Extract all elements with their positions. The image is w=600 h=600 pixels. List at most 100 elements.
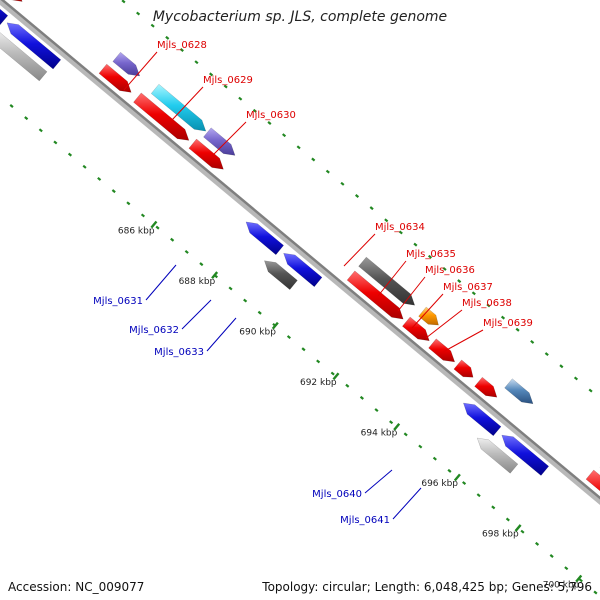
- gene-arrow[interactable]: [0, 0, 23, 2]
- gene-arrow[interactable]: [133, 92, 190, 141]
- gene-arrow[interactable]: [476, 437, 519, 474]
- outer-dotted-track: [179, 48, 184, 52]
- gene-arrow[interactable]: [402, 316, 430, 342]
- scale-tick-label: 690 kbp: [239, 327, 276, 337]
- outer-dotted-track: [165, 35, 170, 40]
- inner-dotted-track: [257, 310, 262, 315]
- gene-arrow[interactable]: [245, 221, 284, 256]
- leader-layer: [123, 51, 484, 520]
- outer-dotted-track: [282, 133, 287, 138]
- outer-dotted-track: [515, 327, 520, 332]
- gene-arrow[interactable]: [0, 0, 9, 26]
- gene-label[interactable]: Mjls_0637: [443, 282, 493, 293]
- inner-dotted-track: [170, 237, 175, 242]
- gene-arrow[interactable]: [504, 378, 534, 405]
- scale-tick: [150, 220, 158, 229]
- inner-dotted-track: [418, 444, 423, 449]
- gene-label[interactable]: Mjls_0632: [129, 325, 179, 336]
- outer-dotted-track: [486, 303, 491, 308]
- inner-dotted-track: [24, 116, 29, 121]
- outer-dotted-track: [121, 0, 126, 4]
- inner-dotted-track: [389, 420, 394, 425]
- gene-label[interactable]: Mjls_0629: [203, 75, 253, 86]
- gene-arrow[interactable]: [112, 51, 141, 77]
- scale-tick: [453, 473, 461, 482]
- gene-arrow[interactable]: [474, 376, 498, 398]
- map-title: Mycobacterium sp. JLS, complete genome: [152, 9, 448, 25]
- genes-label: Genes:: [511, 580, 554, 594]
- gene-label[interactable]: Mjls_0630: [246, 110, 296, 121]
- outer-dotted-track: [442, 266, 447, 271]
- gene-leader-line: [364, 469, 393, 494]
- gene-label[interactable]: Mjls_0639: [483, 318, 533, 329]
- gene-arrow[interactable]: [418, 306, 439, 326]
- gene-arrow[interactable]: [6, 22, 62, 70]
- inner-dotted-track: [38, 128, 43, 133]
- outer-dotted-track: [588, 388, 593, 393]
- inner-dotted-track: [403, 432, 408, 437]
- outer-dotted-track: [325, 169, 330, 174]
- gene-leader-line: [181, 299, 212, 330]
- gene-label[interactable]: Mjls_0631: [93, 296, 143, 307]
- outer-dotted-track: [500, 315, 506, 320]
- gene-leader-line: [425, 309, 463, 339]
- gene-arrow[interactable]: [98, 63, 132, 93]
- gene-leader-line: [442, 329, 484, 353]
- inner-dotted-track: [535, 541, 540, 546]
- gene-arrow[interactable]: [150, 83, 207, 132]
- gene-arrow[interactable]: [188, 138, 224, 170]
- inner-dotted-track: [476, 493, 481, 498]
- scale-tick-label: 696 kbp: [421, 479, 458, 489]
- gene-arrow[interactable]: [453, 359, 474, 378]
- gene-arrow[interactable]: [346, 270, 404, 320]
- scale-tick-label: 698 kbp: [482, 530, 519, 540]
- gene-leader-line: [145, 264, 177, 301]
- gene-label[interactable]: Mjls_0641: [340, 515, 390, 526]
- gene-arrow[interactable]: [0, 30, 48, 82]
- outer-dotted-track: [311, 157, 316, 162]
- outer-dotted-track: [413, 242, 418, 247]
- gene-label[interactable]: Mjls_0635: [406, 249, 456, 260]
- outer-dotted-track: [223, 84, 228, 89]
- inner-dotted-track: [97, 176, 102, 181]
- outer-dotted-track: [340, 181, 345, 186]
- inner-dotted-track: [140, 213, 146, 218]
- gene-arrow[interactable]: [358, 256, 416, 306]
- gene-label[interactable]: Mjls_0633: [154, 347, 204, 358]
- gene-arrow[interactable]: [203, 127, 236, 156]
- inner-dotted-track: [184, 249, 189, 254]
- inner-dotted-track: [82, 164, 87, 169]
- gene-arrow[interactable]: [264, 260, 298, 290]
- inner-dotted-track: [505, 517, 510, 522]
- gene-arrow[interactable]: [463, 402, 502, 437]
- inner-dotted-track: [126, 201, 131, 206]
- outer-dotted-track: [252, 108, 257, 113]
- gene-label[interactable]: Mjls_0628: [157, 40, 207, 51]
- gene-leader-line: [123, 51, 158, 91]
- scale-tick-label: 688 kbp: [179, 277, 216, 287]
- inner-dotted-track: [228, 286, 233, 291]
- inner-dotted-track: [447, 468, 452, 473]
- inner-dotted-track: [491, 505, 496, 510]
- accession-info: Accession: NC_009077: [8, 580, 144, 594]
- inner-dotted-track: [9, 104, 14, 108]
- gene-arrow[interactable]: [501, 434, 550, 476]
- gene-arrow[interactable]: [283, 252, 323, 288]
- gene-label[interactable]: Mjls_0638: [462, 298, 512, 309]
- outer-dotted-track: [471, 291, 476, 296]
- gene-label[interactable]: Mjls_0640: [312, 489, 362, 500]
- outer-dotted-track: [194, 60, 199, 65]
- gene-arrow[interactable]: [585, 469, 600, 518]
- gene-label[interactable]: Mjls_0634: [375, 222, 425, 233]
- inner-dotted-track: [111, 189, 116, 194]
- inner-dotted-track: [155, 225, 160, 230]
- length-value: 6,048,425 bp: [423, 580, 504, 594]
- gene-arrow[interactable]: [428, 338, 456, 363]
- gene-label[interactable]: Mjls_0636: [425, 265, 475, 276]
- outer-dotted-track: [354, 194, 360, 198]
- inner-dotted-track: [243, 298, 248, 303]
